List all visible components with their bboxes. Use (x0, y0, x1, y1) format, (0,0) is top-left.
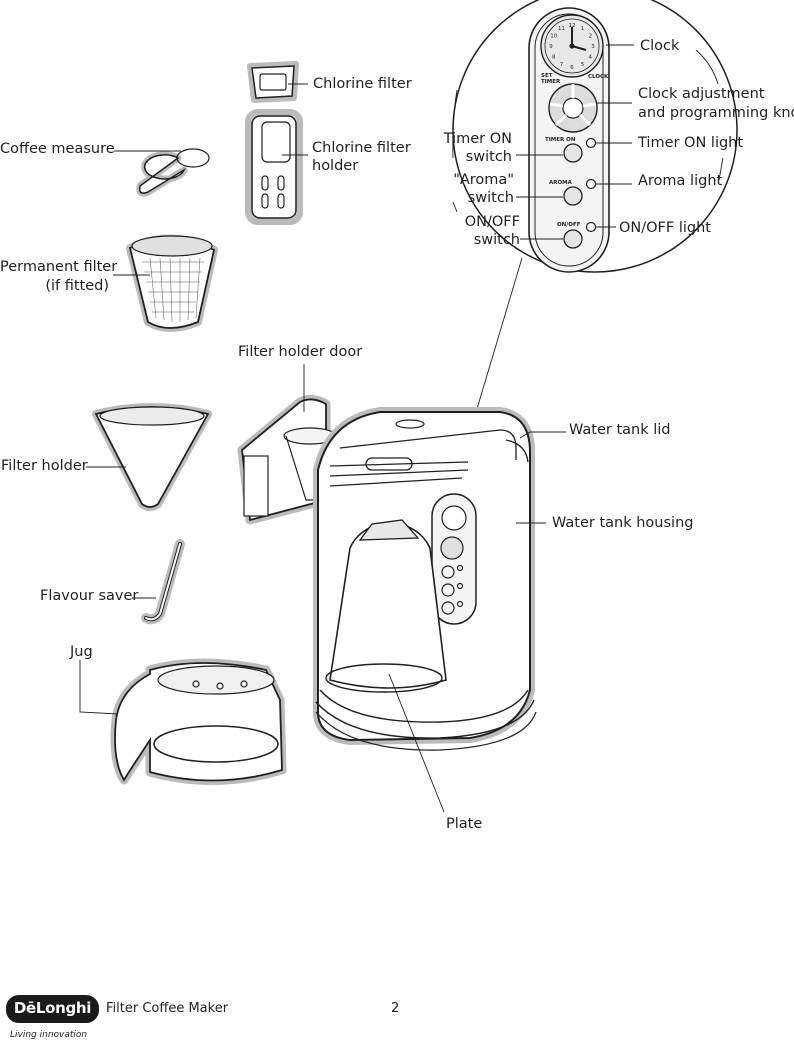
label-chlorine-holder-1: Chlorine filter (312, 140, 411, 156)
panel-clock-label: CLOCK (588, 74, 609, 80)
timer-on-light-icon (585, 137, 597, 149)
timer-on-switch-icon (563, 143, 583, 163)
footer-title: Filter Coffee Maker (106, 1001, 229, 1016)
logo-badge: DēLonghi (6, 995, 99, 1023)
label-chlorine-filter: Chlorine filter (313, 76, 412, 92)
label-onoff-light: ON/OFF light (619, 220, 711, 236)
dial-number: 11 (558, 26, 565, 32)
label-permanent-filter-2: (if fitted) (45, 278, 109, 294)
label-flavour-saver: Flavour saver (40, 588, 139, 604)
panel-timer-on-label: TIMER ON (545, 137, 576, 143)
flavour-saver-drawing (132, 539, 185, 625)
dial-number: 4 (588, 55, 592, 61)
chlorine-holder-drawing (245, 109, 308, 225)
label-onoff-switch-1: ON/OFF (464, 214, 520, 230)
filter-holder-cone-drawing (86, 403, 212, 511)
dial-number: 12 (569, 23, 576, 29)
panel-aroma-label: AROMA (549, 180, 573, 186)
label-plate: Plate (446, 816, 483, 832)
dial-number: 10 (550, 34, 557, 40)
logo-brand-text: DēLonghi (13, 999, 92, 1017)
panel-timer-label: TIMER (541, 79, 561, 85)
aroma-switch-icon (563, 186, 583, 206)
label-clock: Clock (640, 38, 680, 54)
dial-number: 1 (581, 26, 585, 32)
label-coffee-measure: Coffee measure (0, 141, 115, 157)
label-onoff-switch-2: switch (473, 232, 520, 248)
label-timer-on-switch-1: Timer ON (443, 131, 512, 147)
aroma-light-icon (585, 178, 597, 190)
coffee-maker-drawing (237, 364, 566, 813)
dial-number: 7 (560, 62, 564, 68)
jug-drawing (79, 658, 287, 785)
permanent-filter-drawing (113, 234, 218, 332)
page-number: 2 (391, 1001, 400, 1016)
dial-number: 9 (549, 44, 553, 50)
dial-number: 8 (552, 55, 556, 61)
label-jug: Jug (70, 644, 93, 660)
label-chlorine-holder-2: holder (312, 158, 359, 174)
label-aroma-light: Aroma light (638, 173, 723, 189)
dial-number: 5 (581, 62, 585, 68)
label-aroma-switch-1: "Aroma" (453, 172, 514, 188)
coffee-measure-drawing (114, 148, 210, 197)
label-filter-holder: Filter holder (1, 458, 88, 474)
label-water-tank-lid: Water tank lid (569, 422, 671, 438)
label-timer-on-switch-2: switch (465, 149, 512, 165)
label-clock-adjustment-1: Clock adjustment (638, 86, 765, 102)
dial-number: 2 (588, 34, 592, 40)
label-permanent-filter-1: Permanent filter (0, 259, 118, 275)
panel-onoff-label: ON/OFF (557, 222, 581, 228)
label-clock-adjustment-2: and programming knob (638, 105, 794, 121)
label-water-tank-housing: Water tank housing (552, 515, 694, 531)
clock-dial-icon (540, 14, 604, 78)
logo-tagline: Living innovation (10, 1030, 88, 1040)
onoff-light-icon (585, 221, 597, 233)
label-aroma-switch-2: switch (467, 190, 514, 206)
panel-set-label: SET (541, 73, 553, 79)
dial-number: 6 (570, 65, 574, 71)
programming-knob-icon (548, 83, 598, 133)
label-filter-holder-door: Filter holder door (238, 344, 363, 360)
delonghi-logo: DēLonghi (6, 995, 99, 1023)
dial-number: 3 (591, 44, 595, 50)
chlorine-filter-drawing (247, 61, 308, 103)
label-timer-on-light: Timer ON light (638, 135, 744, 151)
onoff-switch-icon (563, 229, 583, 249)
